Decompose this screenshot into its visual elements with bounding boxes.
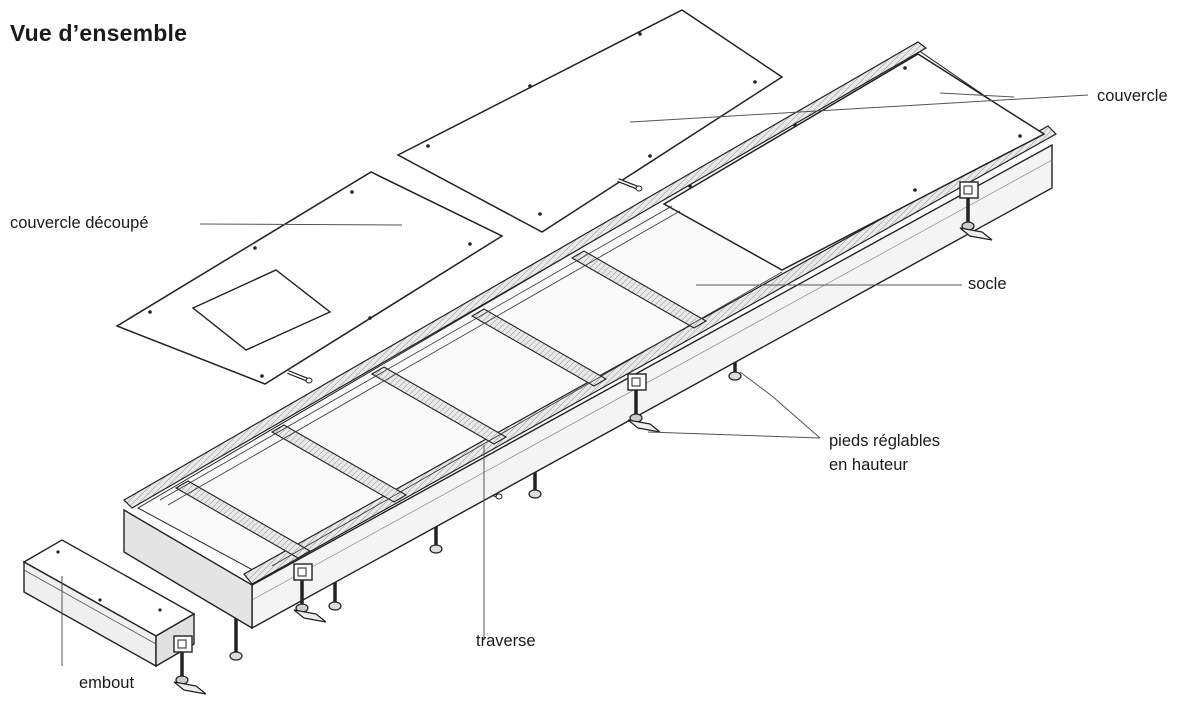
label-pieds-line1: pieds réglables <box>829 432 940 450</box>
label-embout: embout <box>79 674 135 692</box>
label-couvercle-decoupe: couvercle découpé <box>10 214 149 232</box>
label-traverse: traverse <box>476 632 536 650</box>
cut-cover-panel <box>115 171 504 385</box>
end-cap <box>22 539 208 696</box>
cover-panel-separated <box>396 9 784 233</box>
cover-panel-installed <box>662 53 1046 271</box>
diagram-title: Vue d’ensemble <box>10 20 188 46</box>
leader-lines <box>61 92 1089 666</box>
cover-pin <box>616 178 644 193</box>
label-couvercle: couvercle <box>1097 87 1168 105</box>
inner-rails <box>159 205 783 567</box>
cover-pin <box>286 370 314 385</box>
crossbars <box>174 250 708 559</box>
label-pieds-line2: en hauteur <box>829 456 908 474</box>
label-socle: socle <box>968 275 1007 293</box>
